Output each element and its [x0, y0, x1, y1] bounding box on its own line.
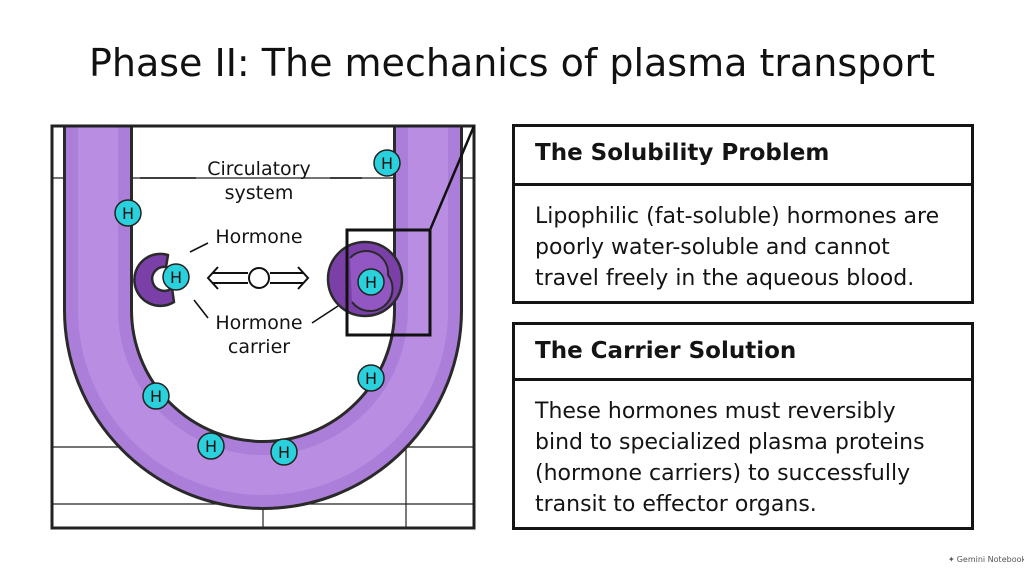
gemini-sparkle-icon: ✦ — [948, 555, 955, 564]
carrier-solution-text: These hormones must reversibly bind to s… — [535, 399, 925, 517]
blood-vessel-lumen — [78, 126, 448, 495]
hormone-symbol: H — [205, 437, 217, 456]
free-hormone-5: H — [197, 432, 225, 460]
free-hormone-1: H — [373, 149, 401, 177]
zoom-callout — [345, 125, 476, 337]
bound-hormone: H — [357, 268, 385, 296]
solubility-problem-heading: The Solubility Problem — [515, 127, 971, 186]
hormone-symbol: H — [365, 273, 377, 292]
free-hormone-3: H — [357, 364, 385, 392]
hormone-near-carrier: H — [162, 263, 190, 291]
hormone-carrier-open — [133, 252, 176, 308]
carrier-solution-heading: The Carrier Solution — [515, 325, 971, 381]
free-hormone-4: H — [142, 382, 170, 410]
hormone-symbol: H — [122, 204, 134, 223]
watermark: ✦Gemini Notebook — [948, 555, 1024, 564]
hormone-label: Hormone — [215, 226, 302, 248]
free-hormone-6: H — [270, 438, 298, 466]
free-hormone-2: H — [114, 199, 142, 227]
hormone-carrier-label-2: carrier — [228, 336, 290, 358]
carrier-solution-card: The Carrier Solution These hormones must… — [512, 322, 974, 530]
page-title: Phase II: The mechanics of plasma transp… — [88, 41, 936, 85]
circulatory-system-label-2: system — [225, 182, 294, 204]
solubility-problem-text: Lipophilic (fat-soluble) hormones are po… — [535, 204, 940, 291]
circulatory-system-label: Circulatory — [207, 158, 310, 180]
solubility-problem-card: The Solubility Problem Lipophilic (fat-s… — [512, 124, 974, 304]
hormone-symbol: H — [365, 369, 377, 388]
hormone-symbol: H — [381, 154, 393, 173]
hormone-symbol: H — [278, 443, 290, 462]
hormone-symbol: H — [150, 387, 162, 406]
reversible-binding-arrow — [206, 266, 310, 290]
label-leaders — [140, 177, 362, 324]
hormone-carrier-label: Hormone — [215, 312, 302, 334]
hormone-symbol: H — [170, 268, 182, 287]
